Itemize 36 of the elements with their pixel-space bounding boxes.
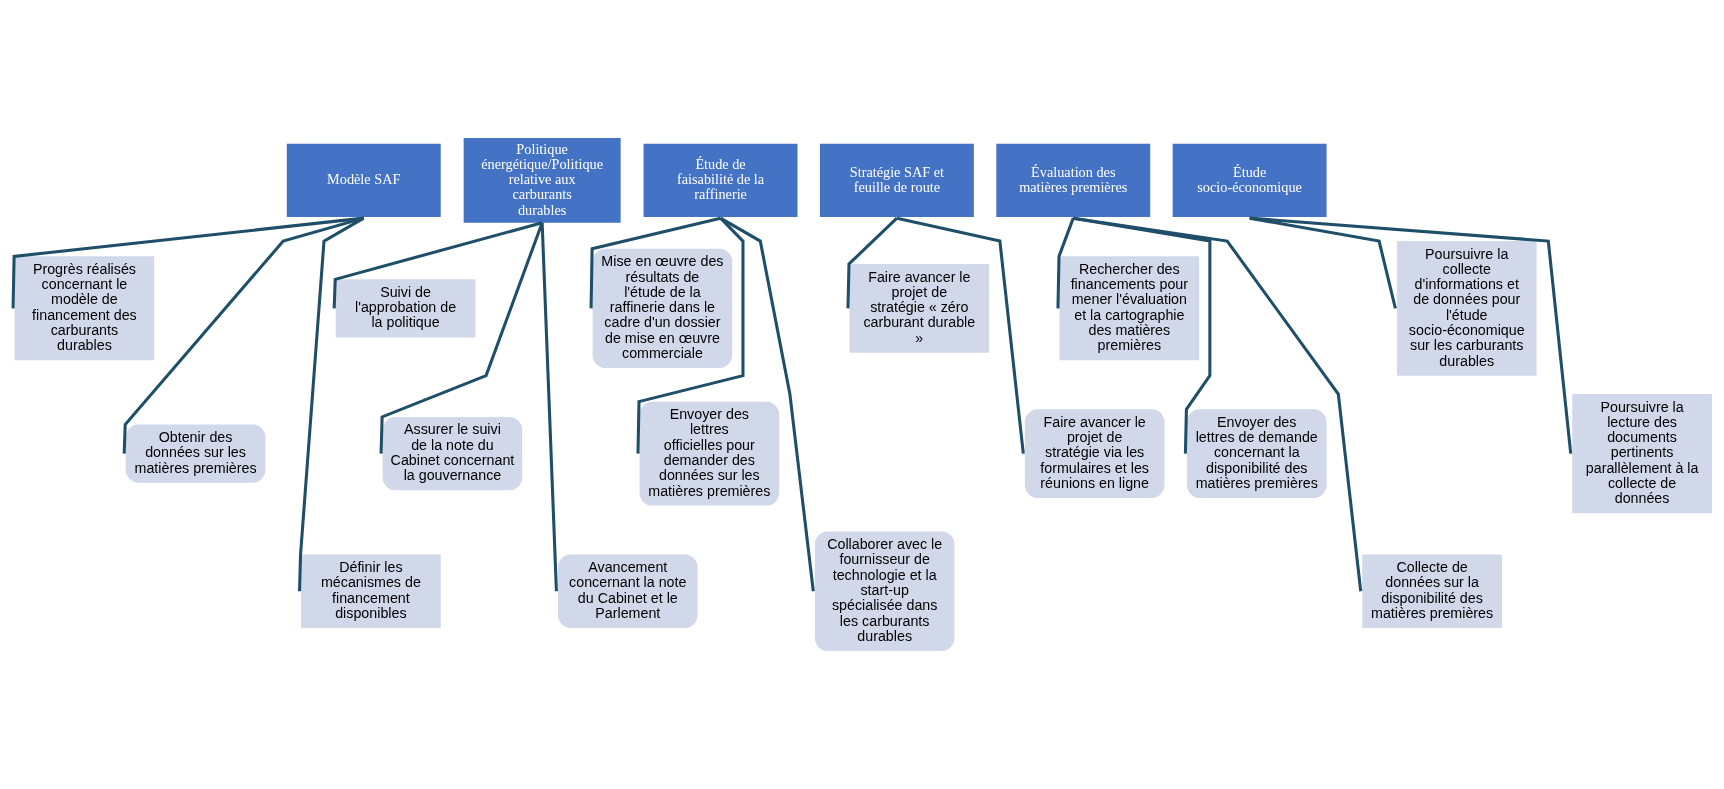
connector [589,216,721,309]
node-box: Collecte de données sur la disponibilité des matières premières [1361,554,1502,628]
node-box: Évaluation des matières premières [995,143,1150,218]
node-box: Assurer le suivi de la note du Cabinet concernant la gouvernance [382,416,522,491]
node-box: Poursuivre la collecte d'informations et de données pour l'étude socio-économique sur les carburants durables [1396,241,1537,376]
node-box: Collaborer avec le fournisseur de technologie et la start-up spécialisée dans les carburants durables [814,531,954,651]
node-box: Obtenir des données sur les matières premières [125,424,265,483]
node-box: Étude socio-économique [1172,143,1327,218]
node-box: Faire avancer le projet de stratégie via les formulaires et les réunions en ligne [1024,409,1164,498]
connector [379,222,544,454]
connector [635,217,744,454]
connector [1055,217,1075,309]
node-box: Poursuivre la lecture des documents pertinents parallèlement à la collecte de données [1571,394,1712,514]
connector [719,216,815,592]
node-box: Mise en œuvre des résultats de l'étude de la raffinerie dans le cadre d'un dossier de mise en œuvre commerciale [592,248,732,368]
connector [540,222,558,592]
node-box: Avancement concernant la note du Cabinet et le Parlement [557,554,698,628]
node-box: Progrès réalisés concernant le modèle de financement des carburants durables [14,256,154,361]
node-box: Stratégie SAF et feuille de route [819,143,974,218]
node-box: Envoyer des lettres de demande concernant la disponibilité des matières premières [1186,409,1327,498]
connector [122,216,364,454]
node-box: Faire avancer le projet de stratégie « zéro carburant durable » [849,264,989,353]
node-box: Modèle SAF [286,143,441,218]
connector [1072,216,1362,592]
node-box: Définir les mécanismes de financement disponibles [300,554,441,628]
connector [896,216,1025,454]
connector [1248,216,1397,309]
connector [332,221,543,309]
node-box: Rechercher des financements pour mener l'évaluation et la cartographie des matières premières [1059,256,1199,361]
connector [297,216,364,592]
connector [845,217,898,309]
node-box: Suivi de l'approbation de la politique [335,279,475,338]
node-box: Politique énergétique/Politique relative aux carburants durables [463,138,621,223]
connector [1249,216,1572,454]
node-box: Étude de faisabilité de la raffinerie [643,143,797,218]
node-box: Envoyer des lettres officielles pour demander des données sur les matières premières [639,401,779,506]
